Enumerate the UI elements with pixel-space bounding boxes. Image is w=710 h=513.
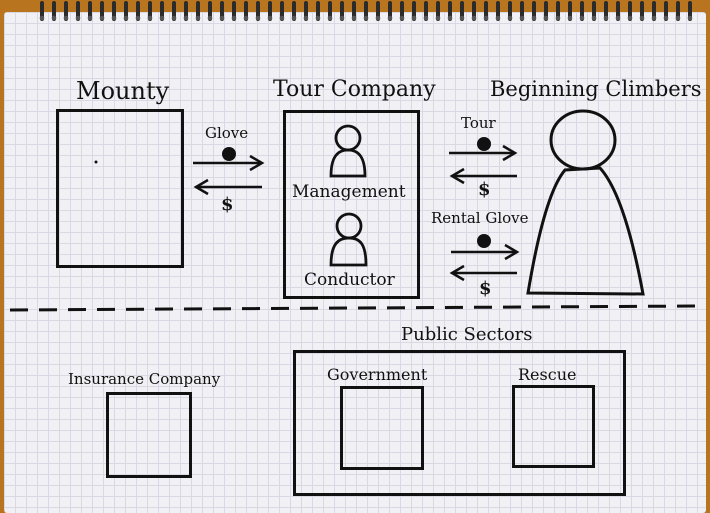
spiral-hole [123,15,129,21]
tour-flow-label: Tour [461,114,496,132]
spiral-hole [507,15,513,21]
rental-glove-flow-label: Rental Glove [431,209,529,227]
spiral-hole [531,15,537,21]
glove-flow-label: Glove [205,124,249,142]
spiral-hole [651,15,657,21]
spiral-hole [267,15,273,21]
spiral-hole [159,15,165,21]
spiral-hole [675,15,681,21]
spiral-hole [147,15,153,21]
management-person-icon [329,124,367,178]
spiral-hole [99,15,105,21]
tour-company-title: Tour Company [273,77,436,102]
spiral-hole [183,15,189,21]
mounty-title: Mounty [76,77,170,105]
spiral-hole [279,15,285,21]
mounty-box [56,109,184,268]
spiral-hole [579,15,585,21]
rental-payment-label: $ [479,278,492,299]
spiral-hole [387,15,393,21]
mounty-payment-arrow [193,178,262,196]
spiral-hole [231,15,237,21]
spiral-hole [63,15,69,21]
rescue-box [512,385,595,468]
spiral-hole [687,15,693,21]
public-sectors-title: Public Sectors [401,324,533,345]
spiral-hole [399,15,405,21]
spiral-hole [315,15,321,21]
spiral-hole [219,15,225,21]
government-label: Government [327,365,428,384]
conductor-label: Conductor [304,270,395,290]
tour-company-box [283,110,420,299]
spiral-hole [303,15,309,21]
conductor-person-icon [329,212,368,267]
spiral-hole [447,15,453,21]
spiral-hole [471,15,477,21]
spiral-hole [39,15,45,21]
spiral-hole [495,15,501,21]
spiral-hole [327,15,333,21]
graph-paper [4,12,706,513]
spiral-hole [567,15,573,21]
spiral-hole [639,15,645,21]
spiral-hole [423,15,429,21]
rental-payment-arrow [449,264,517,282]
spiral-hole [171,15,177,21]
glove-arrow [193,147,265,172]
spiral-hole [75,15,81,21]
public-sectors-box [293,350,626,496]
tour-payment-arrow [449,167,517,185]
spiral-hole [663,15,669,21]
spiral-hole [519,15,525,21]
government-box [340,386,424,470]
spiral-hole [351,15,357,21]
spiral-hole [363,15,369,21]
spiral-hole [207,15,213,21]
insurance-company-label: Insurance Company [68,370,221,388]
spiral-hole [339,15,345,21]
spiral-hole [459,15,465,21]
spiral-hole [603,15,609,21]
spiral-hole [435,15,441,21]
spiral-hole [87,15,93,21]
spiral-binding-icon [39,1,693,21]
spiral-hole [555,15,561,21]
spiral-hole [51,15,57,21]
tour-arrow [449,137,518,162]
spiral-hole [375,15,381,21]
rescue-label: Rescue [518,365,577,384]
spiral-hole [627,15,633,21]
spiral-hole [243,15,249,21]
spiral-hole [111,15,117,21]
management-label: Management [292,182,406,202]
spiral-hole [591,15,597,21]
tour-payment-label: $ [478,179,491,200]
section-divider [9,304,701,312]
spiral-hole [483,15,489,21]
rental-glove-arrow [451,234,520,261]
spiral-hole [411,15,417,21]
climber-icon [526,109,645,296]
spiral-hole [135,15,141,21]
spiral-hole [615,15,621,21]
beginning-climbers-title: Beginning Climbers [490,77,702,101]
spiral-hole [255,15,261,21]
mounty-payment-label: $ [221,194,234,215]
insurance-company-box [106,392,192,478]
spiral-hole [543,15,549,21]
mounty-dot [94,160,98,164]
spiral-hole [195,15,201,21]
spiral-hole [291,15,297,21]
